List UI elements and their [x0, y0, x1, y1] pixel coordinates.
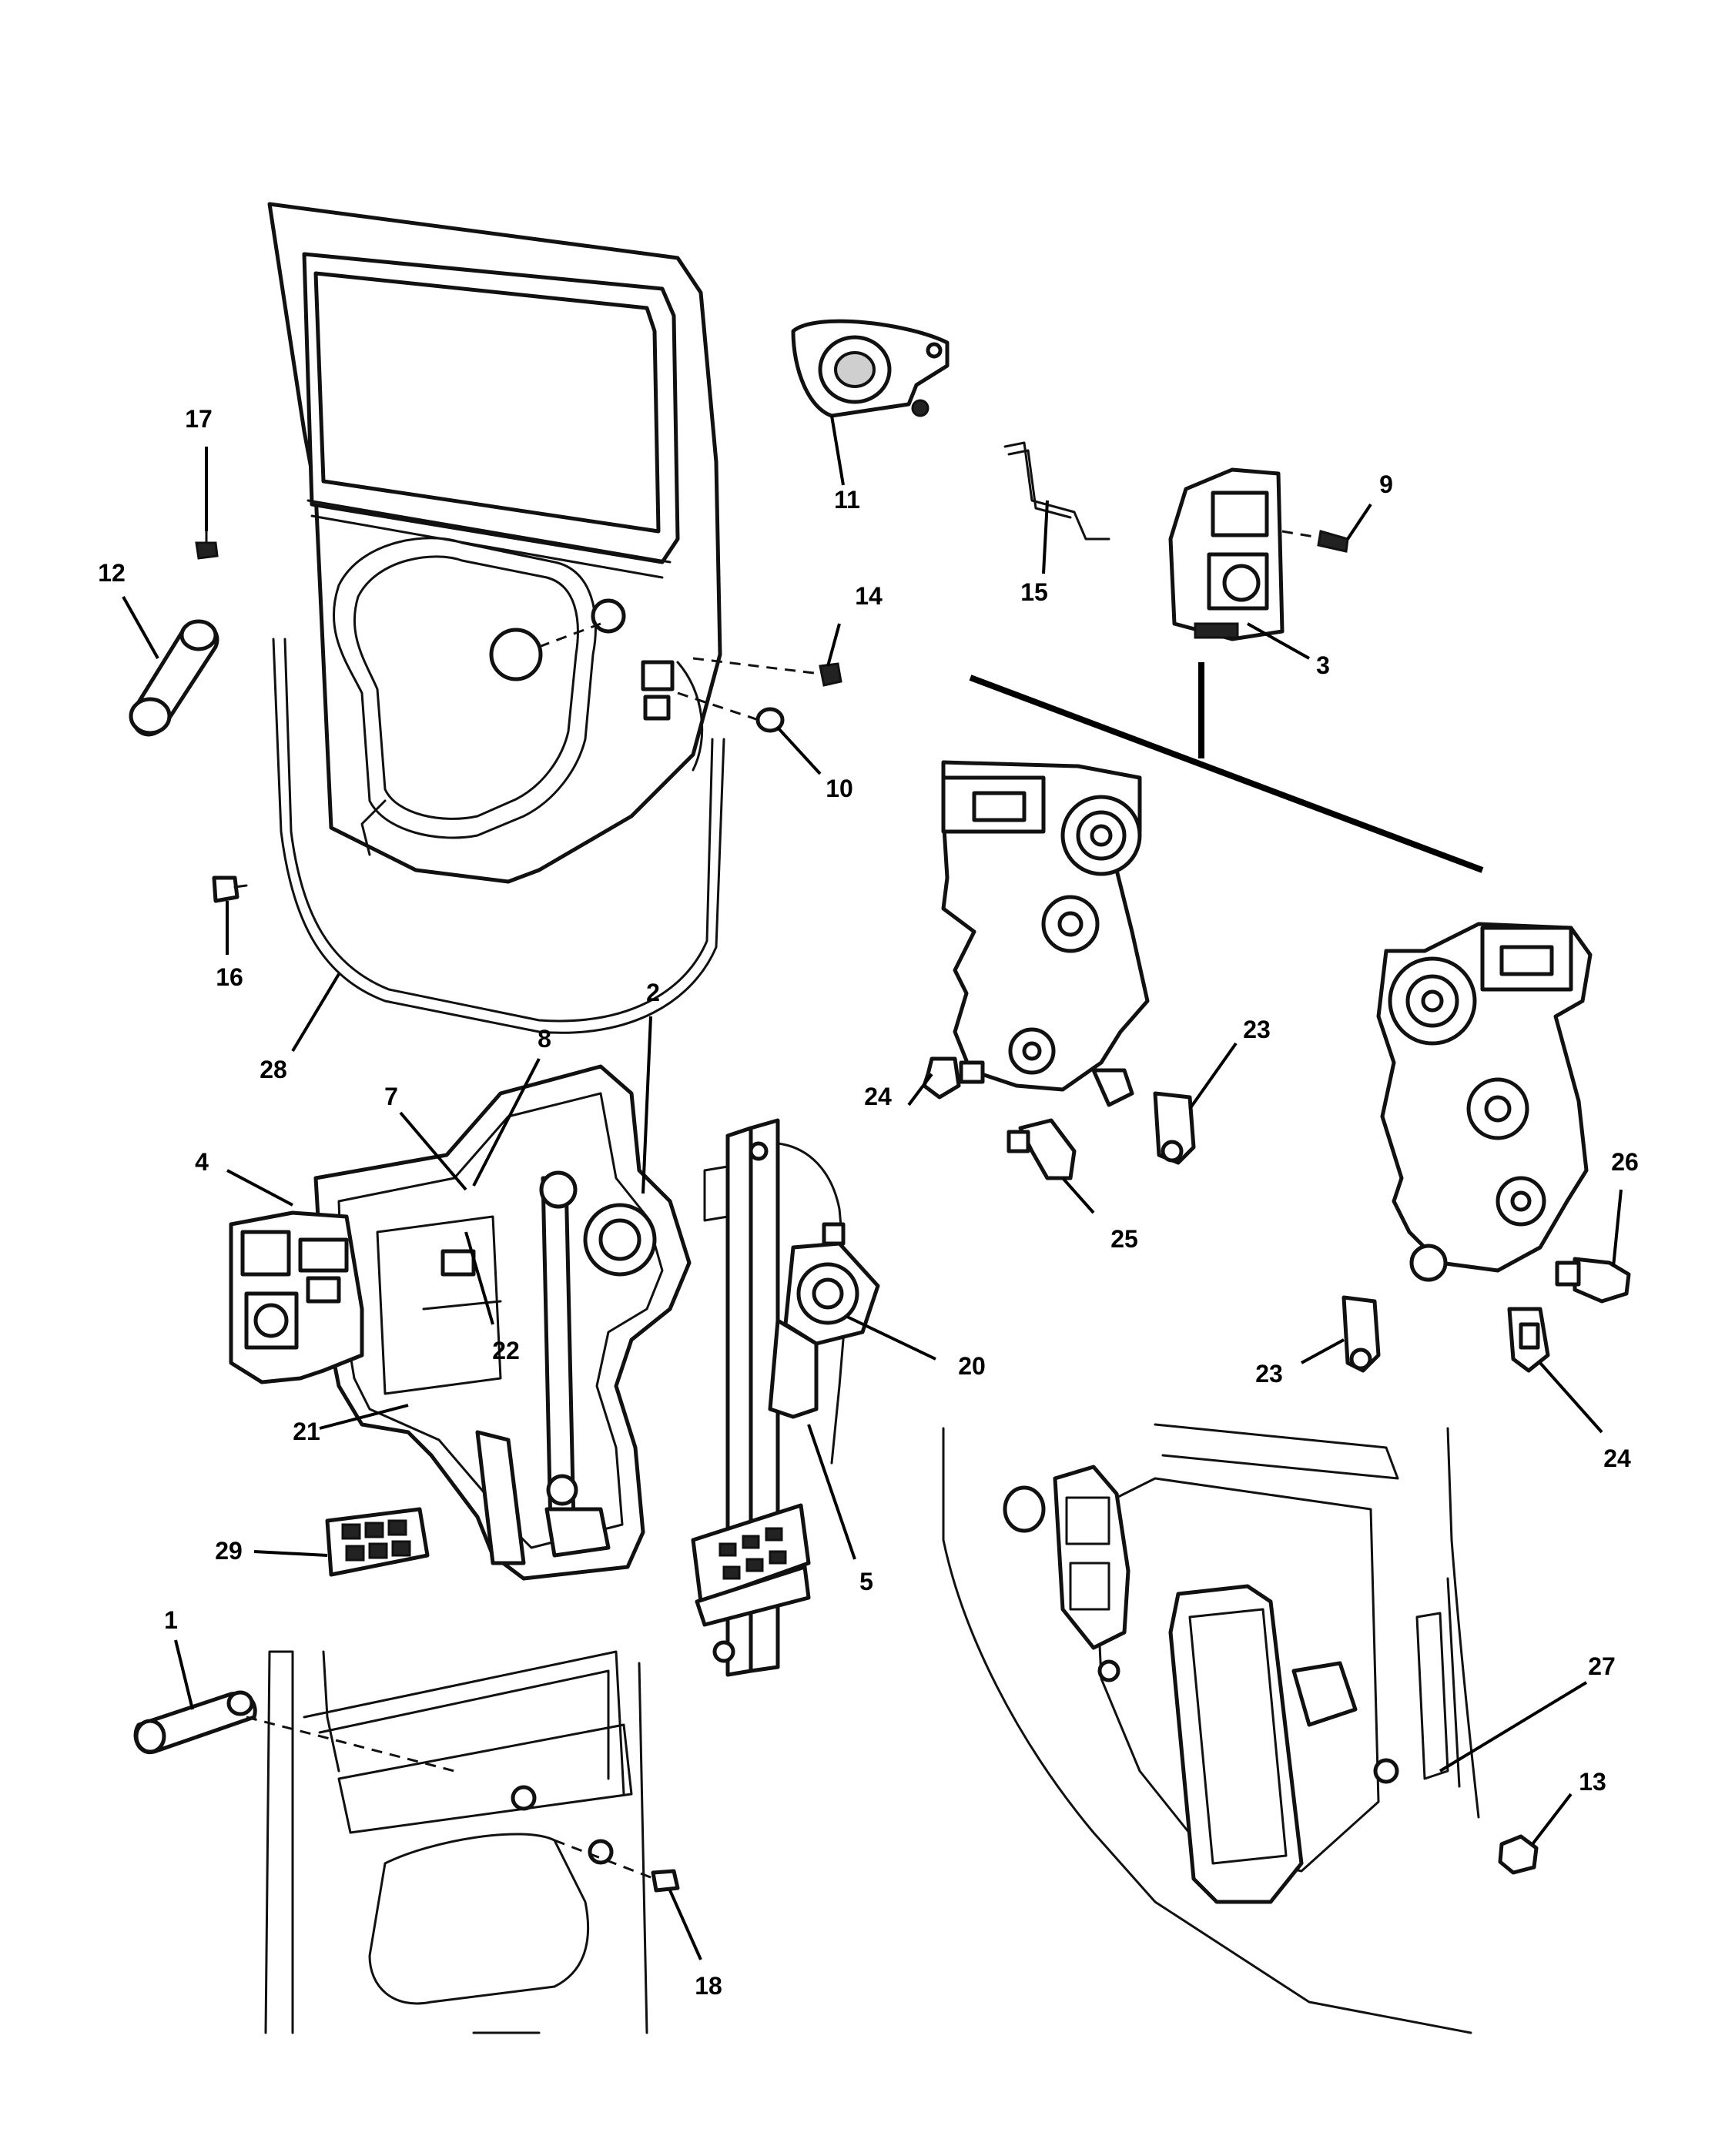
latch-assembly-b: [1376, 922, 1593, 1282]
callout-22: 22: [492, 1337, 520, 1364]
callout-24-a: 24: [864, 1083, 892, 1110]
callout-12: 12: [98, 559, 126, 587]
door-inner-panel: [264, 1650, 648, 2034]
nut-13: [1498, 1834, 1539, 1875]
door-bolt-16: [212, 875, 248, 903]
callout-26: 26: [1611, 1148, 1639, 1176]
clip-23-b: [1341, 1295, 1381, 1373]
callout-labels: 17 12 11 15 9 3 14 10 16 28 2 8 7 4 22 2…: [98, 405, 1639, 2000]
callout-23-b: 23: [1255, 1360, 1283, 1388]
callout-13: 13: [1579, 1768, 1606, 1796]
callout-11: 11: [834, 486, 860, 514]
callout-1: 1: [164, 1606, 178, 1634]
callout-23-a: 23: [1243, 1016, 1271, 1043]
callout-27: 27: [1588, 1652, 1616, 1680]
leader-lines: [122, 415, 1623, 1960]
door-shell: [267, 202, 722, 884]
callout-28: 28: [260, 1056, 287, 1083]
door-inner-trim-27: [942, 1423, 1480, 2034]
callout-29: 29: [215, 1537, 243, 1565]
latch-bolt-9: [1317, 530, 1349, 553]
callout-21: 21: [293, 1418, 320, 1445]
inside-handle-11: [791, 319, 950, 418]
callout-18: 18: [695, 1972, 722, 2000]
callout-25: 25: [1110, 1225, 1138, 1253]
latch-assembly-a: [941, 760, 1150, 1107]
clip-24-a: [922, 1056, 985, 1100]
fastener-14: [819, 662, 842, 687]
door-latch-3: [1168, 467, 1285, 641]
callout-15: 15: [1020, 578, 1048, 606]
fastener-18: [651, 1869, 680, 1893]
callout-24-b: 24: [1603, 1445, 1631, 1472]
check-strap-1: [133, 1690, 257, 1755]
window-motor-20: [768, 1222, 880, 1419]
door-weatherstrip: [272, 638, 725, 1034]
window-switch-29: [325, 1507, 430, 1577]
callout-10: 10: [826, 775, 853, 802]
door-check-strap-12: [129, 619, 219, 737]
door-module-2: [313, 1064, 692, 1581]
control-rod-15: [1003, 441, 1110, 541]
callout-3: 3: [1316, 651, 1330, 679]
callout-4: 4: [195, 1148, 209, 1176]
clip-25: [1007, 1118, 1077, 1180]
clip-24-b: [1507, 1307, 1550, 1373]
callout-20: 20: [958, 1352, 986, 1380]
callout-2: 2: [646, 979, 660, 1006]
callout-7: 7: [384, 1083, 398, 1110]
callout-16: 16: [216, 963, 243, 991]
window-regulator-5: [691, 1118, 849, 1677]
callout-9: 9: [1379, 470, 1393, 498]
door-latch-4: [229, 1210, 364, 1384]
callout-8: 8: [538, 1025, 551, 1053]
clip-26: [1555, 1257, 1631, 1304]
clip-23-a: [1153, 1091, 1196, 1165]
callout-17: 17: [185, 405, 213, 433]
callout-14: 14: [855, 582, 883, 610]
callout-5: 5: [859, 1568, 873, 1595]
door-screw-17: [195, 530, 219, 560]
